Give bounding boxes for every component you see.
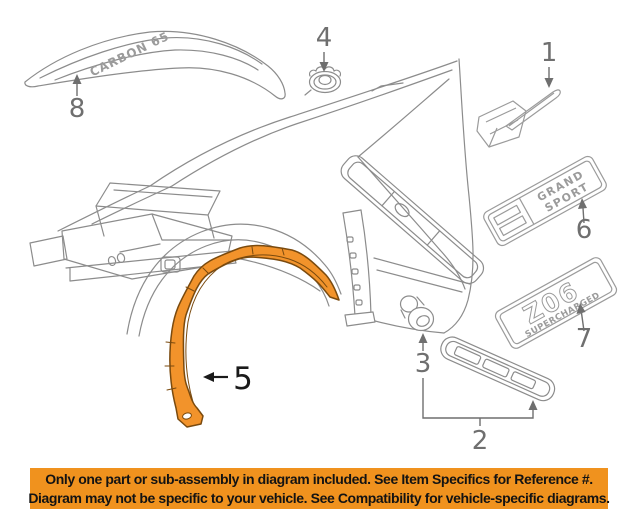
part-4-nut [304,66,342,96]
part-7-z06-emblem: Z06 SUPERCHARGED [494,257,618,349]
front-support-structure [29,182,321,292]
callout-3: 3 [415,333,432,379]
callout-8: 8 [69,74,86,124]
disclaimer-banner: Only one part or sub-assembly in diagram… [28,468,610,509]
callout-7: 7 [576,303,593,354]
callout-2: 2 [422,378,538,456]
part-6-grand-sport-emblem: GRAND SPORT [483,155,607,247]
part-1-crossed-flags-emblem [476,89,561,148]
callout-1: 1 [541,38,558,88]
callout-8-label: 8 [69,94,86,124]
callout-1-label: 1 [541,38,558,68]
part-8-carbon-spear: CARBON 65 [24,29,286,100]
disclaimer-line-1: Only one part or sub-assembly in diagram… [45,470,593,487]
callout-7-label: 7 [576,324,593,354]
wheel-arch [126,209,376,337]
callout-2-label: 2 [472,426,489,456]
callout-5: 5 [203,361,253,397]
callout-4-label: 4 [316,23,333,53]
part-3-retainer [399,295,435,332]
callout-4: 4 [316,23,333,72]
part-2-fender-vent-molding [440,336,556,402]
part-5-wheel-arch-molding [164,244,340,428]
callout-5-label: 5 [233,361,253,397]
callout-6: 6 [576,198,593,245]
callout-3-label: 3 [415,349,432,379]
callout-6-label: 6 [576,215,593,245]
car-fender-outline [57,58,474,334]
disclaimer-line-2: Diagram may not be specific to your vehi… [28,489,610,506]
fender-vent [340,155,485,285]
